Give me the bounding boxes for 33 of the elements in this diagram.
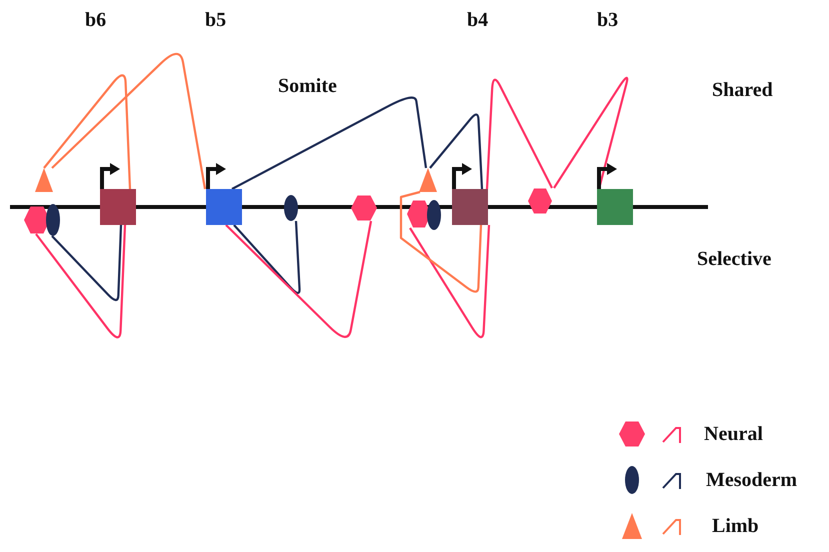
gene-box xyxy=(452,189,488,225)
loop-connector xyxy=(409,224,490,338)
ellipse-marker xyxy=(427,200,441,230)
gene-label: b5 xyxy=(205,10,226,30)
loop-connector xyxy=(400,190,482,293)
loop-connector xyxy=(225,220,372,338)
gene-label: b6 xyxy=(85,10,106,30)
triangle-marker xyxy=(35,168,53,192)
legend-label: Mesoderm xyxy=(706,470,798,490)
row-label: Shared xyxy=(712,80,773,100)
triangle-marker xyxy=(419,168,437,192)
gene-box xyxy=(100,189,136,225)
gene-label: b4 xyxy=(467,10,488,30)
hexagon-marker xyxy=(407,200,431,228)
gene-label: b3 xyxy=(597,10,618,30)
gene-box xyxy=(597,189,633,225)
loop-connector xyxy=(51,52,206,190)
loop-connector xyxy=(231,96,428,190)
loop-connector xyxy=(486,78,553,190)
loop-connector xyxy=(233,220,301,294)
hexagon-marker xyxy=(351,195,377,221)
row-label: Selective xyxy=(697,249,772,269)
loop-connector xyxy=(553,77,628,190)
loop-connector xyxy=(429,114,484,190)
loop-connector xyxy=(51,224,122,301)
gene-box xyxy=(206,189,242,225)
legend-label: Neural xyxy=(704,424,763,444)
ellipse-marker xyxy=(46,204,60,236)
ellipse-marker xyxy=(284,195,298,221)
hexagon-marker xyxy=(528,188,552,214)
loop-connector xyxy=(35,224,126,338)
loop-connector xyxy=(43,74,132,190)
legend-label: Limb xyxy=(712,516,759,536)
